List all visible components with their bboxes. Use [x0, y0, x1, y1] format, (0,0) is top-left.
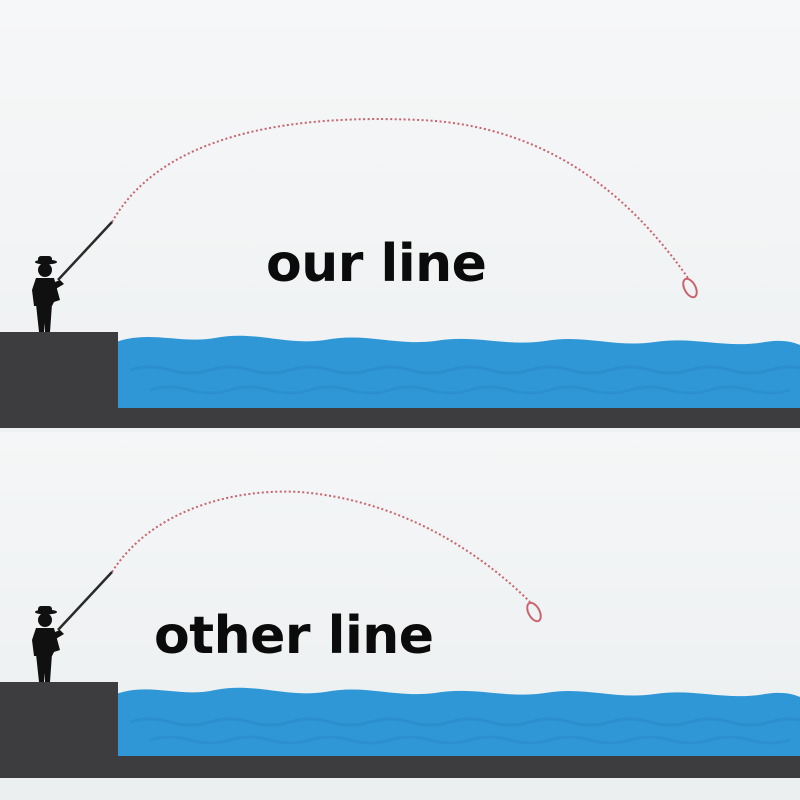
caption-our-line: our line [266, 234, 487, 294]
caption-other-line: other line [154, 606, 434, 666]
panel-other-line-illustration [0, 490, 800, 778]
bobber-icon [526, 601, 542, 623]
pier-ground [0, 682, 800, 778]
water-texture [129, 365, 800, 375]
water-texture-2 [149, 385, 791, 395]
panel-other-line: other line [0, 432, 800, 800]
angler-icon [32, 606, 64, 682]
bobber-icon [682, 277, 698, 299]
water-texture-2 [149, 735, 791, 745]
water-texture [129, 717, 800, 727]
angler-icon [32, 256, 64, 332]
panel-our-line: our line [0, 0, 800, 432]
pier-ground [0, 332, 800, 428]
fishing-line [111, 490, 531, 603]
fishing-rod-icon [57, 221, 113, 281]
panel-our-line-illustration [0, 118, 800, 428]
water-waves [116, 687, 800, 756]
water-waves [116, 335, 800, 408]
fishing-rod-icon [57, 571, 113, 631]
